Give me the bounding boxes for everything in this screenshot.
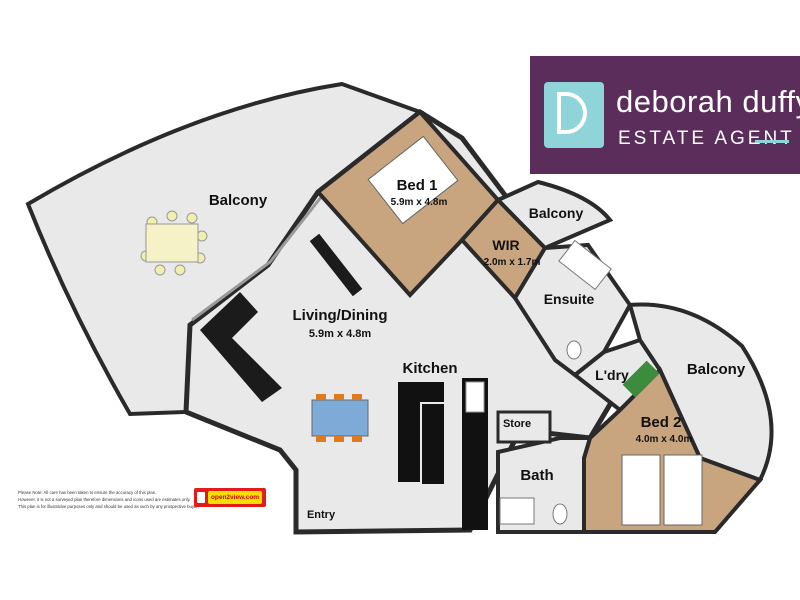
laundry-shelf-icon [622, 360, 660, 398]
room-labels: Balcony Bed 1 5.9m x 4.8m Balcony WIR 2.… [209, 177, 746, 521]
disclaimer: Please Note: All care has been taken to … [18, 489, 199, 511]
brand-logo: deborah duffy ESTATE AGENT [530, 56, 800, 174]
disclaimer-line: However, it is not a surveyed plan there… [18, 497, 191, 503]
brand-subtitle: ESTATE AGENT [618, 128, 795, 149]
label-store: Store [503, 418, 531, 430]
label-balcony-small: Balcony [529, 205, 584, 221]
disclaimer-line: Please Note: All care has been taken to … [18, 490, 157, 495]
bed2-bed-left-icon [621, 454, 661, 526]
label-wir: WIR [492, 237, 519, 253]
label-bed1: Bed 1 [397, 177, 438, 194]
bed1-bed-icon [367, 135, 459, 225]
dims-bed2: 4.0m x 4.0m [636, 434, 693, 445]
balcony-right-area [627, 302, 774, 483]
open2view-label: open2view.com [208, 491, 262, 504]
letter-d-icon [557, 92, 587, 134]
store-area [496, 410, 552, 444]
label-balcony-right: Balcony [687, 361, 746, 378]
brand-name: deborah duffy [616, 84, 800, 119]
vanity-icon [499, 497, 535, 525]
balcony-small-area [494, 179, 614, 251]
furniture [140, 135, 703, 530]
label-entry: Entry [307, 509, 336, 521]
bed2-bed-right-icon [663, 454, 703, 526]
bathtub-icon [558, 239, 612, 291]
logo-mark-icon [544, 82, 604, 148]
dims-bed1: 5.9m x 4.8m [391, 197, 448, 208]
dining-table-icon [311, 394, 369, 442]
toilet-icon [552, 503, 568, 525]
label-bath: Bath [520, 467, 553, 484]
brand-rule [755, 140, 789, 143]
label-balcony-left: Balcony [209, 192, 268, 209]
dims-wir: 2.0m x 1.7m [484, 257, 541, 268]
label-living: Living/Dining [293, 307, 388, 324]
open2view-icon [197, 492, 205, 503]
dims-living: 5.9m x 4.8m [309, 328, 372, 340]
tv-unit-icon [309, 233, 363, 297]
disclaimer-line: This plan is for illustrative purposes o… [18, 504, 199, 510]
open2view-badge: open2view.com [194, 488, 266, 507]
outdoor-table-icon [140, 210, 208, 276]
label-ensuite: Ensuite [544, 291, 595, 307]
sofa-icon [200, 292, 282, 402]
label-laundry: L'dry [595, 367, 629, 383]
floor-plan-walls [25, 81, 774, 535]
label-kitchen: Kitchen [402, 360, 457, 377]
toilet-icon [566, 340, 582, 360]
label-bed2: Bed 2 [641, 414, 682, 431]
